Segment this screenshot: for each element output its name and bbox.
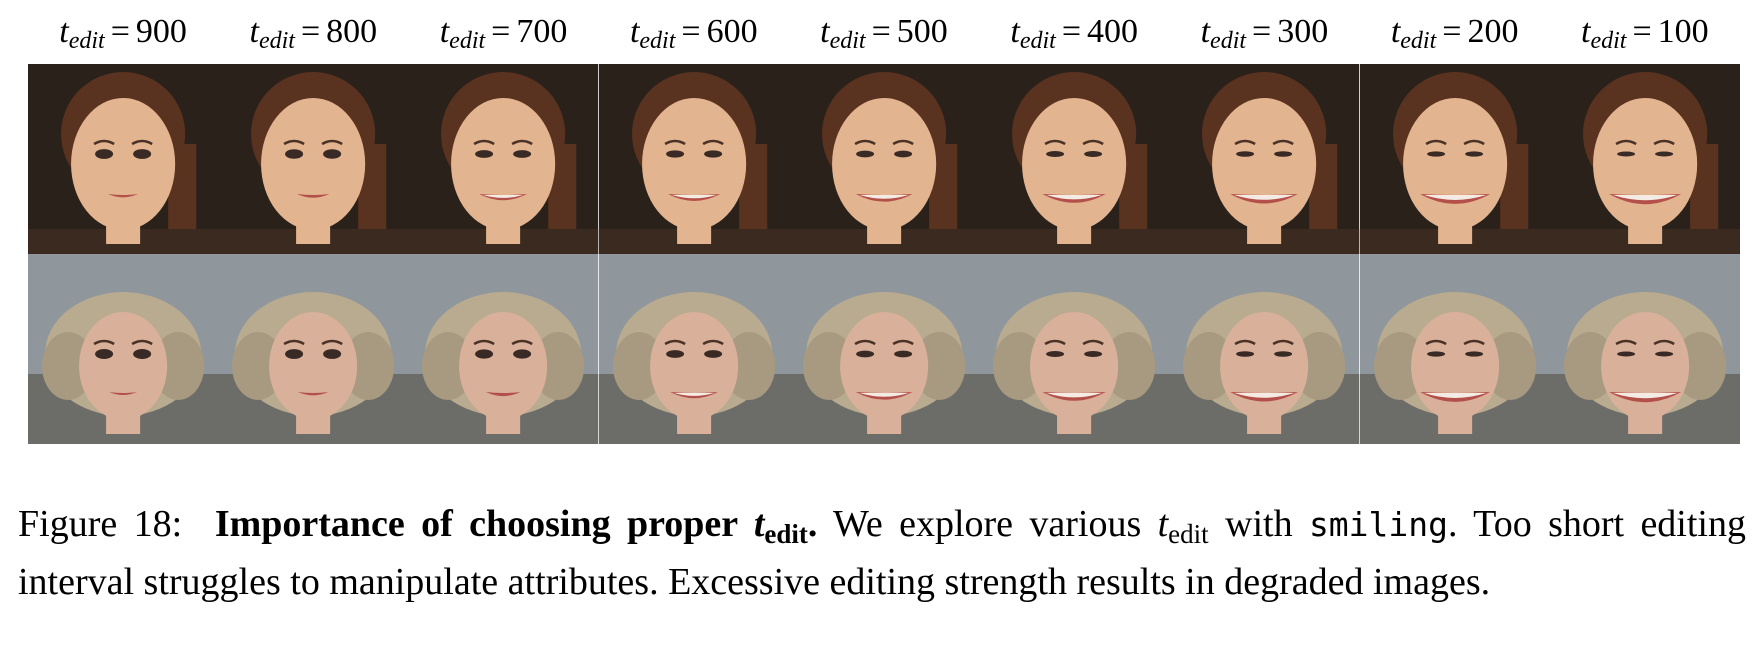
caption-text-3: . Too short editing interval struggles t… xyxy=(18,503,1746,603)
image-grid xyxy=(28,64,1740,444)
caption-text-1: We explore various xyxy=(817,503,1158,545)
face-image xyxy=(218,64,409,254)
face-image xyxy=(598,64,789,254)
face-image xyxy=(408,254,599,444)
column-label: tedit=600 xyxy=(629,13,758,54)
face-image xyxy=(788,64,980,254)
face-image xyxy=(1549,64,1740,254)
face-image xyxy=(979,64,1170,254)
column-labels: tedit=900 tedit=800 tedit=700 tedit=600 tedi… xyxy=(28,4,1740,60)
caption-smiling-keyword: smiling xyxy=(1308,505,1449,544)
column-label: tedit=300 xyxy=(1200,13,1329,54)
column-label: tedit=700 xyxy=(439,13,568,54)
column-label: tedit=800 xyxy=(249,13,378,54)
column-label: tedit=100 xyxy=(1581,13,1709,54)
figure-caption: Figure 18: Importance of choosing proper… xyxy=(18,500,1746,606)
column-label: tedit=500 xyxy=(820,13,948,54)
face-image xyxy=(28,254,219,444)
face-image xyxy=(1549,254,1740,444)
face-image xyxy=(1359,254,1550,444)
column-label: tedit=200 xyxy=(1390,13,1519,54)
face-image xyxy=(408,64,599,254)
face-image xyxy=(28,64,219,254)
face-image xyxy=(218,254,409,444)
caption-bold-title: Importance of choosing proper tedit. xyxy=(214,503,818,549)
face-image xyxy=(598,254,789,444)
caption-math-t-edit: tedit xyxy=(1157,503,1209,549)
figure-label: Figure 18: xyxy=(18,503,183,545)
face-image xyxy=(979,254,1170,444)
face-image xyxy=(1169,254,1360,444)
face-image xyxy=(1359,64,1550,254)
column-label: tedit=400 xyxy=(1010,13,1139,54)
face-image xyxy=(788,254,980,444)
column-label: tedit=900 xyxy=(59,13,187,54)
face-image xyxy=(1169,64,1360,254)
caption-text-2: with xyxy=(1208,503,1309,545)
